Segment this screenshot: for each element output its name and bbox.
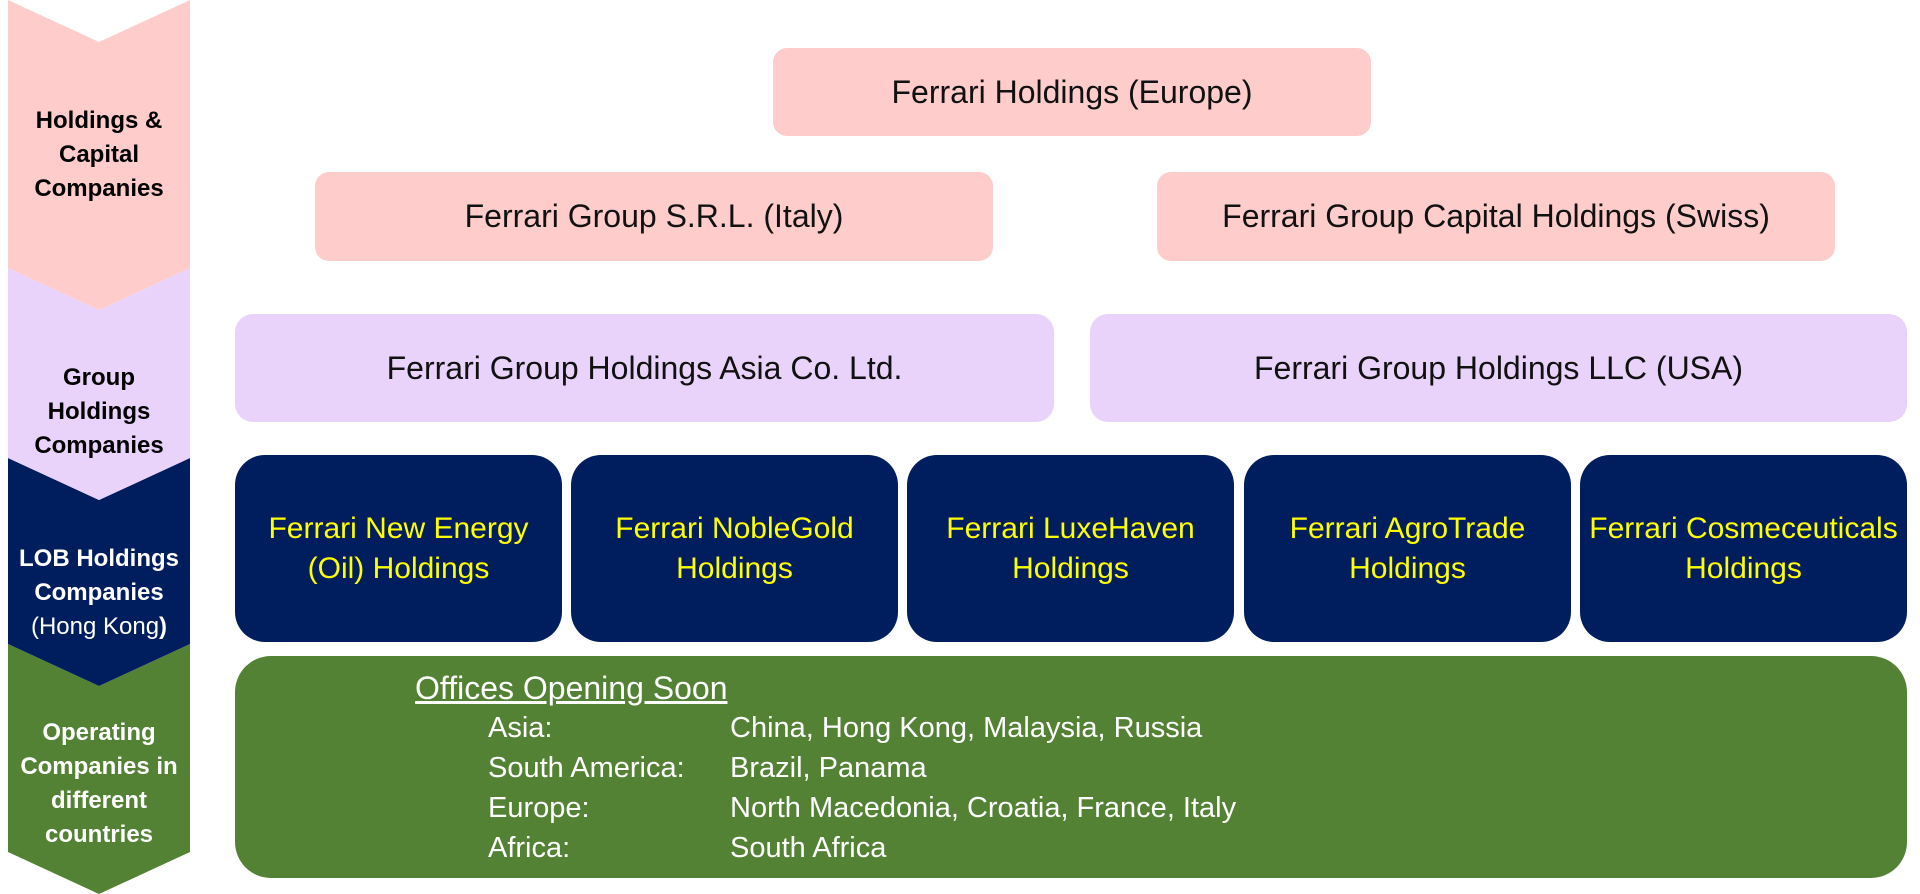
office-row-africa: Africa: South Africa	[488, 832, 886, 865]
level-holdings-chevron: Holdings & Capital Companies	[8, 0, 190, 310]
ferrari-holdings-europe-box: Ferrari Holdings (Europe)	[773, 48, 1371, 136]
ferrari-group-capital-swiss-box: Ferrari Group Capital Holdings (Swiss)	[1157, 172, 1835, 261]
level-lob-label: LOB Holdings Companies	[19, 545, 179, 606]
office-region: Asia:	[488, 712, 553, 744]
level-lob-text: LOB Holdings Companies (Hong Kong)	[14, 542, 184, 644]
ferrari-group-usa-box: Ferrari Group Holdings LLC (USA)	[1090, 314, 1907, 422]
lob-cosmeceuticals-box: Ferrari Cosmeceuticals Holdings	[1580, 455, 1907, 642]
ferrari-group-asia-box: Ferrari Group Holdings Asia Co. Ltd.	[235, 314, 1054, 422]
lob-agrotrade-box: Ferrari AgroTrade Holdings	[1244, 455, 1571, 642]
lob-new-energy-line1: Ferrari New Energy	[268, 511, 529, 545]
office-countries: North Macedonia, Croatia, France, Italy	[730, 792, 1237, 824]
lob-luxehaven-line1: Ferrari LuxeHaven	[946, 511, 1195, 545]
ferrari-group-capital-swiss-label: Ferrari Group Capital Holdings (Swiss)	[1222, 198, 1770, 234]
operating-companies-panel: Offices Opening Soon Asia: China, Hong K…	[235, 656, 1907, 878]
offices-opening-soon-title: Offices Opening Soon	[415, 670, 728, 706]
level-operating-chevron: Operating Companies in different countri…	[8, 644, 190, 894]
level-lob-sublabel: (Hong Kong)	[30, 613, 168, 640]
ferrari-holdings-europe-label: Ferrari Holdings (Europe)	[891, 73, 1253, 110]
ferrari-group-srl-italy-label: Ferrari Group S.R.L. (Italy)	[464, 198, 844, 234]
office-countries: South Africa	[730, 832, 887, 864]
lob-new-energy-line2: (Oil) Holdings	[307, 551, 490, 585]
lob-luxehaven-text: Ferrari LuxeHaven Holdings	[946, 509, 1194, 589]
lob-noblegold-box: Ferrari NobleGold Holdings	[571, 455, 898, 642]
lob-agrotrade-text: Ferrari AgroTrade Holdings	[1290, 509, 1526, 589]
level-operating-label: Operating Companies in different countri…	[20, 719, 178, 848]
office-region: Europe:	[488, 792, 590, 824]
office-row-asia: Asia: China, Hong Kong, Malaysia, Russia	[488, 712, 1202, 745]
lob-luxehaven-line2: Holdings	[1012, 551, 1129, 585]
office-region: South America:	[488, 752, 685, 784]
ferrari-group-asia-label: Ferrari Group Holdings Asia Co. Ltd.	[386, 349, 903, 386]
ferrari-group-usa-label: Ferrari Group Holdings LLC (USA)	[1253, 349, 1744, 386]
lob-noblegold-line2: Holdings	[676, 551, 793, 585]
lob-new-energy-box: Ferrari New Energy (Oil) Holdings	[235, 455, 562, 642]
lob-new-energy-text: Ferrari New Energy (Oil) Holdings	[268, 509, 528, 589]
office-row-europe: Europe: North Macedonia, Croatia, France…	[488, 792, 1236, 825]
level-group-label: Group Holdings Companies	[34, 364, 164, 459]
lob-cosmeceuticals-line2: Holdings	[1685, 551, 1802, 585]
lob-cosmeceuticals-line1: Ferrari Cosmeceuticals	[1589, 511, 1898, 545]
office-row-south-america: South America: Brazil, Panama	[488, 752, 927, 785]
lob-noblegold-line1: Ferrari NobleGold	[615, 511, 854, 545]
office-region: Africa:	[488, 832, 571, 864]
level-holdings-label: Holdings & Capital Companies	[34, 107, 164, 202]
office-countries: Brazil, Panama	[730, 752, 927, 784]
lob-agrotrade-line1: Ferrari AgroTrade	[1289, 511, 1526, 545]
lob-noblegold-text: Ferrari NobleGold Holdings	[615, 509, 853, 589]
ferrari-group-srl-italy-box: Ferrari Group S.R.L. (Italy)	[315, 172, 993, 261]
lob-cosmeceuticals-text: Ferrari Cosmeceuticals Holdings	[1589, 509, 1897, 589]
lob-agrotrade-line2: Holdings	[1349, 551, 1466, 585]
office-countries: China, Hong Kong, Malaysia, Russia	[730, 712, 1203, 744]
lob-luxehaven-box: Ferrari LuxeHaven Holdings	[907, 455, 1234, 642]
